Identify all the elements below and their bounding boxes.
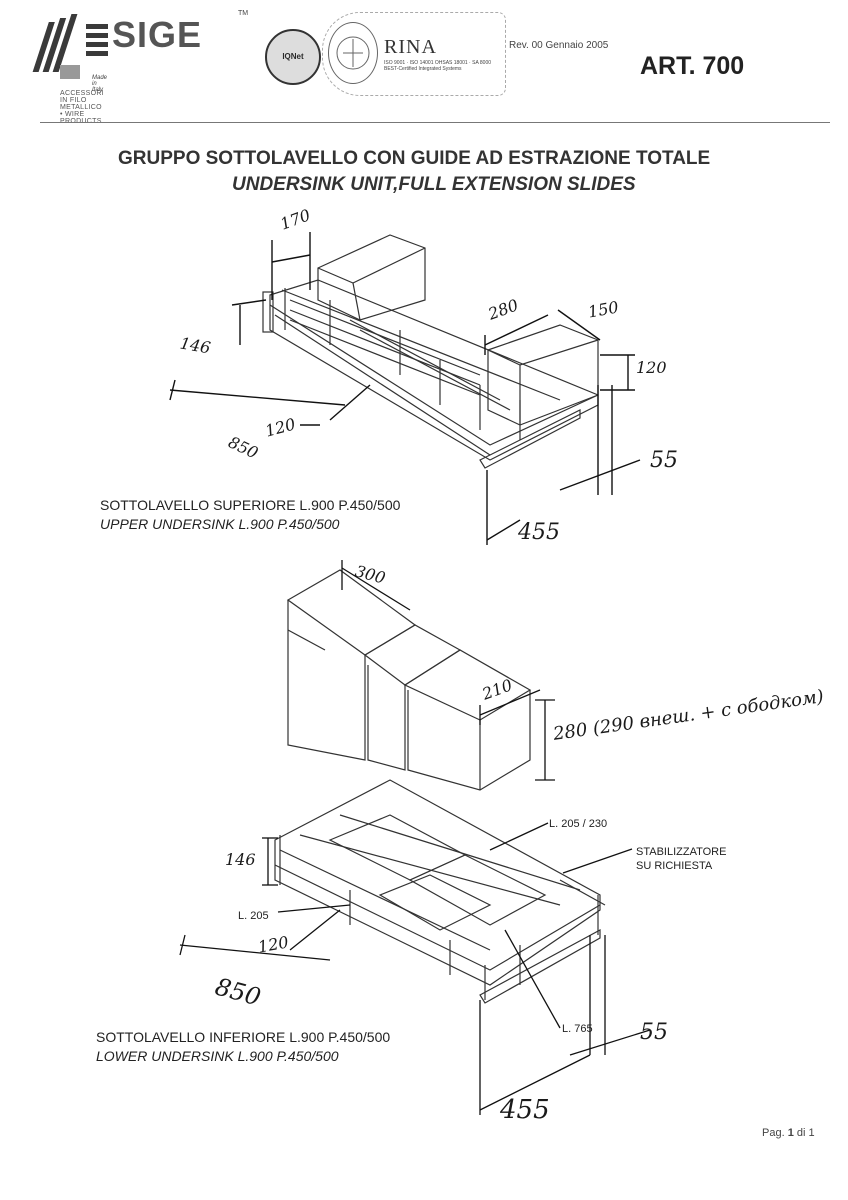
page-current: 1 <box>787 1127 794 1139</box>
page-number: Pag. 1 di 1 <box>762 1127 815 1139</box>
label-stabilizer-1: STABILIZZATORE <box>636 846 727 858</box>
page-title: GRUPPO SOTTOLAVELLO CON GUIDE AD ESTRAZI… <box>118 148 711 169</box>
upper-caption-italian: SOTTOLAVELLO SUPERIORE L.900 P.450/500 <box>100 497 401 513</box>
page-subtitle: UNDERSINK UNIT,FULL EXTENSION SLIDES <box>232 174 636 195</box>
rina-certification-box <box>322 12 506 96</box>
page-prefix: Pag. <box>762 1127 788 1139</box>
lower-caption-italian: SOTTOLAVELLO INFERIORE L.900 P.450/500 <box>96 1029 391 1045</box>
rina-seal-icon <box>328 22 378 84</box>
rina-logo: RINA <box>384 36 437 58</box>
dim-120-right: 120 <box>636 358 667 377</box>
made-in-italy: Made in Italy <box>92 75 108 93</box>
sige-wordmark: SIGE <box>112 14 203 55</box>
upper-caption-english: UPPER UNDERSINK L.900 P.450/500 <box>100 516 340 532</box>
dim-455: 455 <box>518 520 560 545</box>
label-stabilizer-2: SU RICHIESTA <box>636 860 713 872</box>
dim-146: 146 <box>225 850 256 869</box>
rina-certifications: ISO 9001 · ISO 14001 OHSAS 18001 · SA 80… <box>384 60 492 72</box>
page-suffix: di 1 <box>793 1127 815 1139</box>
dim-55: 55 <box>650 448 678 473</box>
revision-text: Rev. 00 Gennaio 2005 <box>509 40 609 51</box>
dim-55: 55 <box>640 1020 668 1045</box>
iqnet-logo: IQNet <box>265 29 321 85</box>
label-l205-230: L. 205 / 230 <box>549 818 608 830</box>
tagline: ACCESSORI IN FILO METALLICO • WIRE PRODU… <box>60 90 104 125</box>
header-divider <box>40 122 830 123</box>
sige-logo-mark <box>32 14 108 79</box>
article-number: ART. 700 <box>640 52 745 80</box>
label-l765: L. 765 <box>562 1023 593 1035</box>
label-l205: L. 205 <box>238 910 269 922</box>
lower-caption-english: LOWER UNDERSINK L.900 P.450/500 <box>96 1048 339 1064</box>
dim-455: 455 <box>500 1095 550 1125</box>
trademark: TM <box>238 10 249 17</box>
